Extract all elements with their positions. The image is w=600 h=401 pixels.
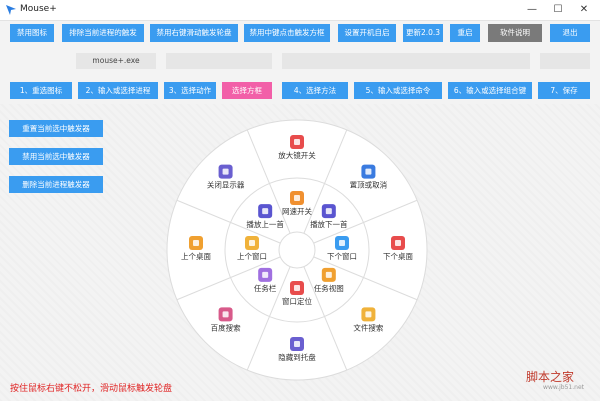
disable-trigger-button[interactable]: 禁用当前选中触发器 (9, 148, 103, 165)
watermark-url: www.jb51.net (543, 384, 584, 391)
wheel-inner-item[interactable]: 网速开关 (282, 191, 312, 216)
disable-icon-button[interactable]: 禁用图标 (10, 24, 54, 42)
play-next-icon-glyph (325, 208, 332, 215)
step-command-button[interactable]: 5、输入或选择命令 (354, 82, 442, 99)
wheel-inner-label: 窗口定位 (282, 296, 312, 306)
wheel-outer-label: 放大镜开关 (278, 150, 316, 160)
prev-window-icon-glyph (249, 240, 255, 246)
wheel-inner-label: 任务栏 (254, 283, 277, 293)
wheel-outer-item[interactable]: 放大镜开关 (278, 135, 316, 160)
restart-button[interactable]: 重启 (450, 24, 480, 42)
wheel-inner-label: 任务视图 (314, 283, 344, 293)
baidu-search-icon-glyph (222, 311, 229, 318)
wheel-outer-label: 置顶或取消 (350, 180, 388, 190)
wheel-outer-item[interactable]: 上个桌面 (181, 236, 211, 261)
wheel-outer-item[interactable]: 文件搜索 (353, 307, 384, 332)
wheel-divider (246, 266, 291, 371)
wheel-divider (176, 199, 281, 244)
wheel-outer-item[interactable]: 隐藏到托盘 (278, 337, 316, 362)
command-field[interactable] (282, 53, 530, 69)
task-view-icon-glyph (325, 271, 332, 278)
wheel-outer-item[interactable]: 百度搜索 (211, 307, 241, 332)
update-button[interactable]: 更新2.0.3 (403, 24, 443, 42)
step-box-button[interactable]: 选择方框 (222, 82, 272, 99)
wheel-divider (313, 199, 418, 244)
wheel-outer-item[interactable]: 关闭显示器 (207, 164, 245, 190)
app-cursor-icon (6, 5, 16, 15)
disable-middle-click-button[interactable]: 禁用中键点击触发方框 (244, 24, 330, 42)
wheel-inner-item[interactable]: 播放上一首 (246, 204, 284, 229)
step-process-button[interactable]: 2、输入或选择进程 (78, 82, 158, 99)
wheel-divider (246, 129, 291, 234)
wheel-inner-item[interactable]: 任务栏 (254, 267, 277, 293)
wheel-inner-label: 播放下一首 (310, 219, 348, 229)
network-speed-icon-glyph (294, 195, 300, 201)
next-window-icon-glyph (339, 240, 345, 246)
wheel-outer-item[interactable]: 置顶或取消 (350, 164, 388, 190)
next-desktop-icon-glyph (395, 240, 401, 246)
file-search-icon-glyph (365, 311, 372, 318)
watermark-site: 脚本之家 (525, 370, 574, 384)
reset-trigger-button[interactable]: 重置当前选中触发器 (9, 120, 103, 137)
step-action-button[interactable]: 3、选择动作 (164, 82, 216, 99)
wheel-inner-item[interactable]: 上个窗口 (237, 236, 267, 261)
wheel-outer-label: 文件搜索 (353, 322, 383, 332)
pin-top-icon-glyph (365, 168, 372, 175)
taskbar-icon-glyph (262, 271, 269, 278)
process-field[interactable]: mouse+.exe (76, 53, 156, 69)
magnifier-cloud-icon-glyph (294, 139, 300, 145)
minimize-button[interactable]: — (527, 4, 537, 15)
step-save-button[interactable]: 7、保存 (538, 82, 590, 99)
wheel-inner-label: 下个窗口 (327, 251, 357, 261)
step-hotkey-button[interactable]: 6、输入或选择组合键 (448, 82, 532, 99)
hotkey-field[interactable] (540, 53, 590, 69)
wheel-outer-item[interactable]: 下个桌面 (383, 236, 413, 261)
maximize-button[interactable]: ☐ (553, 4, 563, 15)
wheel-inner-item[interactable]: 播放下一首 (310, 204, 348, 229)
wheel-outer-label: 关闭显示器 (207, 180, 245, 190)
step-reselect-icon-button[interactable]: 1、重选图标 (10, 82, 72, 99)
wheel-inner-label: 上个窗口 (237, 251, 267, 261)
wheel-inner-item[interactable]: 任务视图 (314, 267, 344, 293)
exclude-process-button[interactable]: 排除当前进程的触发 (62, 24, 144, 42)
disable-right-slide-button[interactable]: 禁用右键滑动触发轮盘 (150, 24, 238, 42)
wheel-outer-label: 下个桌面 (383, 251, 413, 261)
autostart-button[interactable]: 设置开机自启 (338, 24, 396, 42)
play-prev-icon-glyph (262, 208, 269, 215)
wheel-inner-item[interactable]: 下个窗口 (327, 236, 357, 261)
wheel-outer-label: 隐藏到托盘 (278, 352, 316, 362)
close-button[interactable]: ✕ (579, 4, 589, 15)
wheel-outer-label: 百度搜索 (211, 322, 241, 332)
delete-trigger-button[interactable]: 删除当前进程触发器 (9, 176, 103, 193)
wheel-divider (176, 256, 281, 301)
hint-text: 按住鼠标右键不松开，滑动鼠标触发轮盘 (10, 384, 173, 394)
wheel-divider (313, 256, 418, 301)
help-button[interactable]: 软件说明 (488, 24, 542, 42)
monitor-off-icon-glyph (222, 168, 229, 175)
wheel-center (278, 231, 316, 269)
wheel-inner-item[interactable]: 窗口定位 (282, 281, 312, 306)
action-field[interactable] (166, 53, 272, 69)
step-method-button[interactable]: 4、选择方法 (282, 82, 348, 99)
exit-button[interactable]: 退出 (550, 24, 590, 42)
wheel-divider (303, 129, 348, 234)
wheel-divider (303, 266, 348, 371)
window-locate-icon-glyph (294, 285, 300, 291)
tray-hide-icon-glyph (294, 341, 300, 347)
wheel-outer-label: 上个桌面 (181, 251, 211, 261)
title-bar: Mouse+ — ☐ ✕ (0, 0, 600, 21)
wheel-inner-label: 播放上一首 (246, 219, 284, 229)
window-title: Mouse+ (20, 4, 57, 14)
prev-desktop-icon-glyph (193, 240, 199, 246)
wheel-inner-label: 网速开关 (282, 206, 312, 216)
